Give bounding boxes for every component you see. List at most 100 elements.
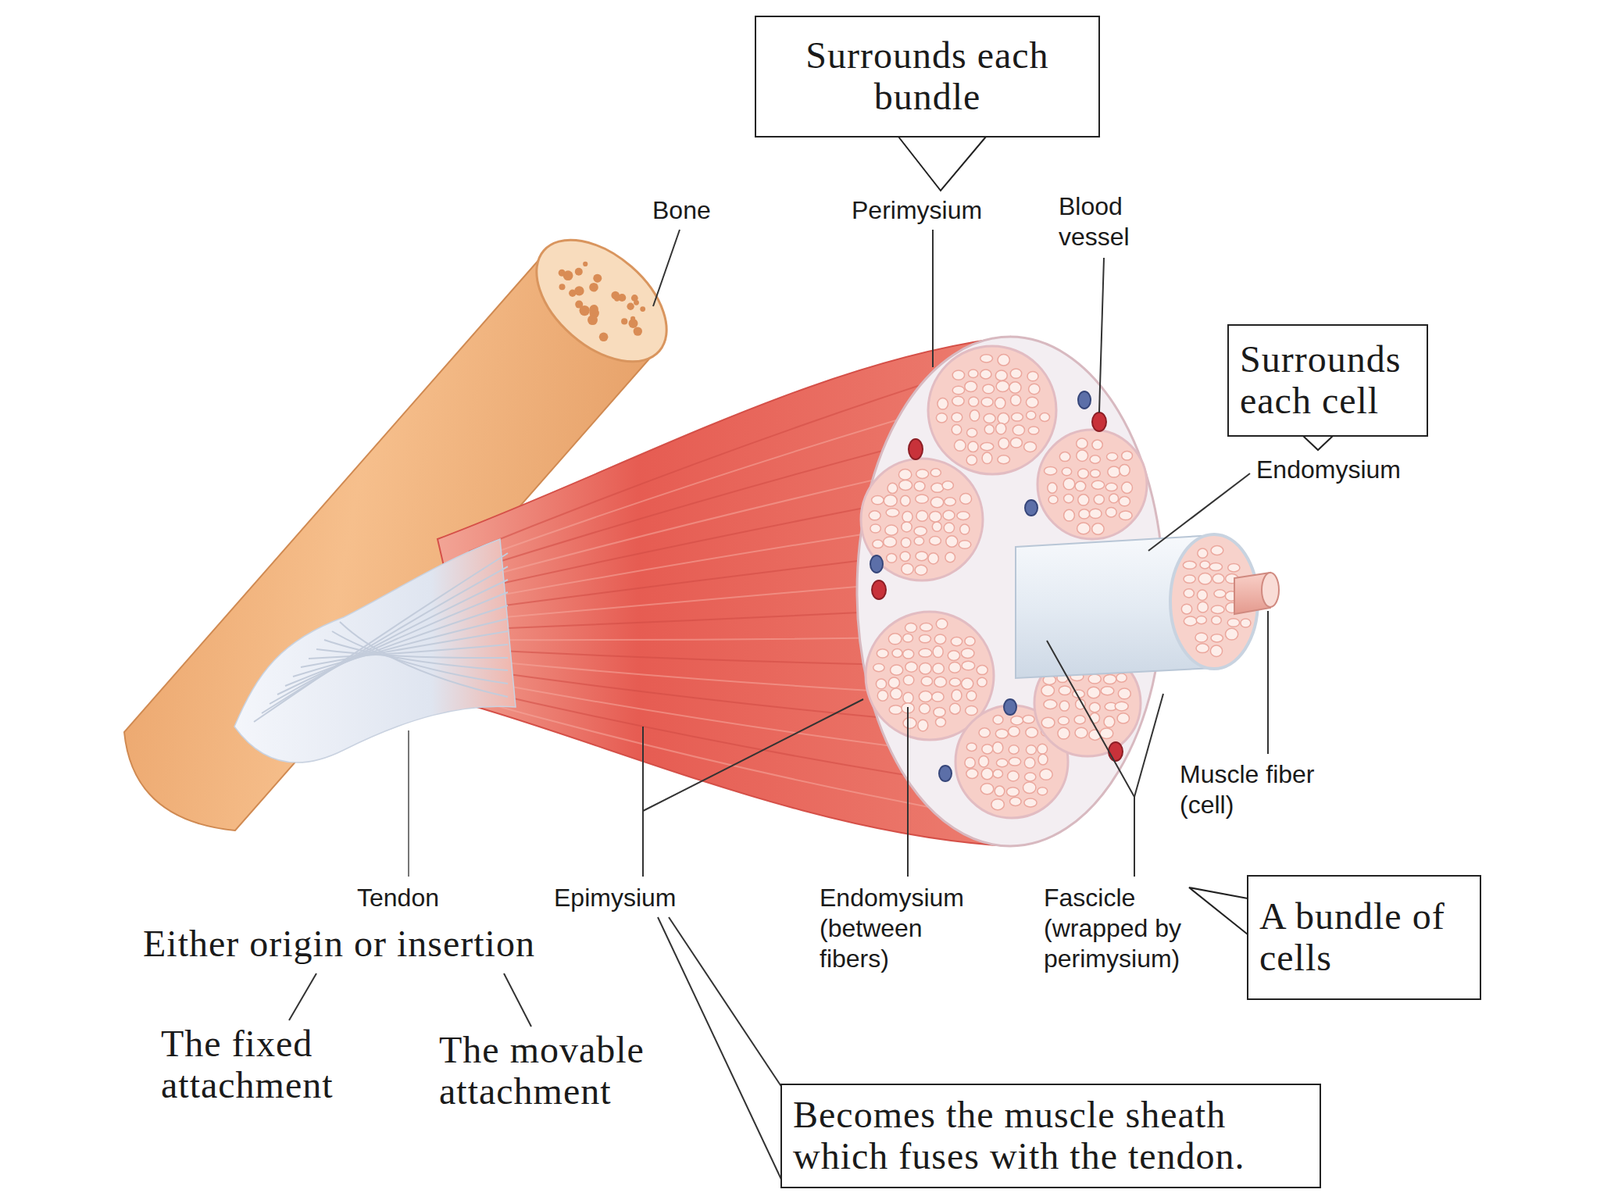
- leader-line: [1046, 640, 1135, 877]
- muscle-cell-section: [1092, 523, 1104, 536]
- muscle-cell-section: [1038, 753, 1048, 765]
- bone-pore: [587, 314, 598, 325]
- muscle-cell-section: [1197, 601, 1209, 613]
- muscle-cell-section: [1197, 548, 1208, 558]
- leader-lines: [289, 229, 1268, 1186]
- muscle-cell-section: [1196, 643, 1209, 654]
- muscle-cell-section: [995, 728, 1008, 739]
- muscle-cell-section: [1107, 453, 1118, 461]
- muscle-cell-section: [1037, 787, 1048, 796]
- muscle-cell-section: [1088, 674, 1101, 684]
- callout-box: Surrounds each bundle: [754, 15, 1100, 138]
- tendon-fiber: [253, 553, 508, 722]
- muscle-cell-section: [960, 493, 972, 505]
- muscle-cell-section: [900, 551, 911, 562]
- vein-dot: [1078, 391, 1091, 409]
- muscle-cell-section: [969, 410, 979, 422]
- callout-pointers: [898, 136, 1333, 935]
- muscle-cell-section: [919, 634, 932, 643]
- muscle-cell-section: [1182, 560, 1197, 569]
- muscle-cell-section: [1010, 796, 1022, 806]
- muscle-cell-section: [1210, 645, 1222, 657]
- muscle-cell-section: [901, 563, 914, 575]
- muscle-cell-section: [903, 692, 914, 704]
- muscle-cell-section: [1181, 603, 1192, 615]
- muscle-cell-section: [965, 706, 979, 716]
- muscle-cell-section: [992, 742, 1004, 754]
- muscle-cell-section: [949, 678, 961, 686]
- muscle-cell-section: [942, 510, 955, 520]
- muscle-cell-section: [1212, 574, 1225, 584]
- muscle-cell-section: [1026, 410, 1036, 420]
- muscle-cell-section: [919, 703, 931, 715]
- muscle-cell-section: [960, 524, 970, 535]
- muscle-cell-section: [1116, 673, 1127, 683]
- muscle-cell-section: [1010, 437, 1022, 448]
- muscle-cell-section: [1039, 413, 1050, 422]
- muscle-cell-section: [1075, 727, 1088, 738]
- muscle-cell-section: [942, 481, 954, 490]
- muscle-cell-section: [1198, 573, 1212, 585]
- muscle-cell-section: [1022, 714, 1035, 723]
- muscle-cell-section: [1078, 468, 1090, 479]
- muscle-cell-section: [1043, 700, 1058, 710]
- muscle-cell-section: [1025, 772, 1036, 782]
- muscle-cell-section: [966, 690, 977, 701]
- muscle-cell-section: [1063, 478, 1075, 490]
- leader-line: [1148, 473, 1250, 551]
- muscle-cell-section: [964, 636, 975, 646]
- muscle-cell-section: [1024, 441, 1037, 452]
- bone-pore: [599, 332, 609, 343]
- muscle-cell-section: [1059, 700, 1069, 711]
- fascicle-section: [1037, 429, 1147, 540]
- part-label: Bone: [652, 195, 711, 226]
- muscle-striation: [468, 451, 1000, 582]
- muscle-cell-section: [1090, 469, 1101, 478]
- tendon-fiber: [292, 618, 508, 677]
- bone-pore: [592, 274, 602, 283]
- muscle-cell-section: [1048, 495, 1058, 504]
- muscle-cell-section: [917, 719, 929, 732]
- leader-line: [503, 973, 532, 1027]
- callout-box: Surrounds each cell: [1227, 324, 1429, 437]
- muscle-cell-section: [899, 479, 913, 490]
- muscle-cell-section: [916, 510, 929, 522]
- muscle-cell-section: [958, 540, 972, 550]
- tendon-fiber: [332, 631, 508, 684]
- muscle-cell-section: [1210, 546, 1224, 556]
- muscle-cell-section: [1064, 494, 1074, 504]
- bone-pores: [558, 261, 646, 342]
- muscle-cell-section: [1210, 634, 1223, 643]
- muscle-cell-section: [982, 384, 995, 394]
- muscle-cell-section: [1037, 743, 1048, 754]
- muscle-cell-section: [992, 714, 1004, 725]
- tendon-fiber: [277, 592, 508, 695]
- tendon-fiber: [285, 605, 508, 686]
- muscle-cell-section: [887, 482, 898, 493]
- part-label: Tendon: [357, 882, 440, 914]
- muscle-cell-section: [967, 428, 978, 437]
- muscle-cell-section: [944, 497, 957, 507]
- muscle-cell-section: [1028, 426, 1040, 435]
- muscle-cell-section: [1008, 726, 1021, 737]
- muscle-cell-section: [1092, 439, 1103, 450]
- muscle-cell-section: [1008, 757, 1021, 767]
- muscle-cell-section: [1059, 452, 1071, 462]
- muscle-cell-section: [981, 767, 993, 779]
- muscle-cell-section: [968, 369, 979, 379]
- muscle-cell-section: [1211, 616, 1222, 625]
- leader-line: [932, 229, 934, 368]
- muscle-cell-section: [1118, 496, 1130, 507]
- muscle-cell-section: [929, 536, 942, 546]
- muscle-cell-section: [1103, 674, 1117, 684]
- muscle-cell-section: [1117, 688, 1131, 700]
- muscle-cell-section: [934, 676, 947, 687]
- muscle-cell-section: [929, 510, 942, 522]
- muscle-cell-section: [1119, 510, 1133, 521]
- muscle-cell-section: [1089, 455, 1100, 464]
- muscle-cell-section: [875, 678, 886, 690]
- muscle-cell-section: [915, 551, 929, 561]
- muscle-cell-section: [978, 728, 990, 738]
- bone-pore: [589, 304, 599, 314]
- muscle-cell-section: [1195, 632, 1208, 643]
